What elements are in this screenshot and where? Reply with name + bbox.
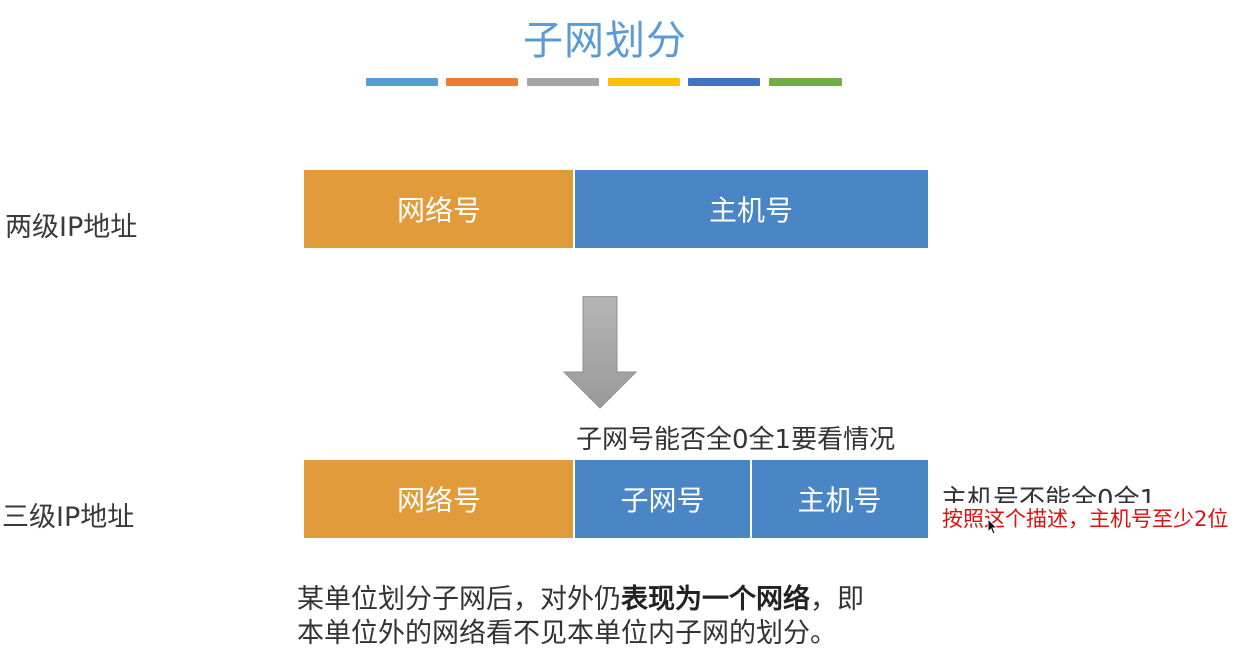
host-annotation: 按照这个描述，主机号至少2位 bbox=[942, 503, 1229, 533]
accent-bar-6 bbox=[769, 78, 842, 86]
three-level-network-block: 网络号 bbox=[304, 460, 574, 538]
two-level-divider bbox=[573, 170, 575, 248]
accent-bar-3 bbox=[527, 78, 599, 86]
three-level-host-label: 主机号 bbox=[797, 484, 882, 517]
description: 某单位划分子网后，对外仍表现为一个网络，即 本单位外的网络看不见本单位内子网的划… bbox=[297, 583, 864, 651]
two-level-host-label: 主机号 bbox=[708, 194, 793, 227]
three-level-network-label: 网络号 bbox=[396, 484, 481, 517]
description-line-1-suffix: ，即 bbox=[810, 584, 864, 615]
subnet-rule-note: 子网号能否全0全1要看情况 bbox=[576, 425, 896, 455]
description-line-2: 本单位外的网络看不见本单位内子网的划分。 bbox=[297, 618, 837, 649]
mouse-cursor-icon bbox=[987, 517, 999, 540]
three-level-host-block: 主机号 bbox=[751, 460, 928, 538]
two-level-network-label: 网络号 bbox=[396, 194, 481, 227]
two-level-label: 两级IP地址 bbox=[5, 212, 138, 243]
accent-bar-1 bbox=[366, 78, 438, 86]
three-level-divider-1 bbox=[573, 460, 575, 538]
two-level-host-block: 主机号 bbox=[574, 170, 928, 248]
accent-bar-4 bbox=[608, 78, 680, 86]
accent-bar-2 bbox=[446, 78, 518, 86]
slide-title: 子网划分 bbox=[523, 18, 687, 64]
three-level-divider-2 bbox=[750, 460, 752, 538]
three-level-subnet-block: 子网号 bbox=[574, 460, 751, 538]
three-level-subnet-label: 子网号 bbox=[620, 484, 705, 517]
down-arrow-icon bbox=[562, 295, 638, 414]
description-line-1-bold: 表现为一个网络 bbox=[621, 584, 810, 615]
three-level-label: 三级IP地址 bbox=[2, 502, 135, 533]
accent-bar-5 bbox=[688, 78, 760, 86]
description-line-1-prefix: 某单位划分子网后，对外仍 bbox=[297, 584, 621, 615]
two-level-network-block: 网络号 bbox=[304, 170, 574, 248]
description-line-1: 某单位划分子网后，对外仍表现为一个网络，即 bbox=[297, 583, 864, 617]
